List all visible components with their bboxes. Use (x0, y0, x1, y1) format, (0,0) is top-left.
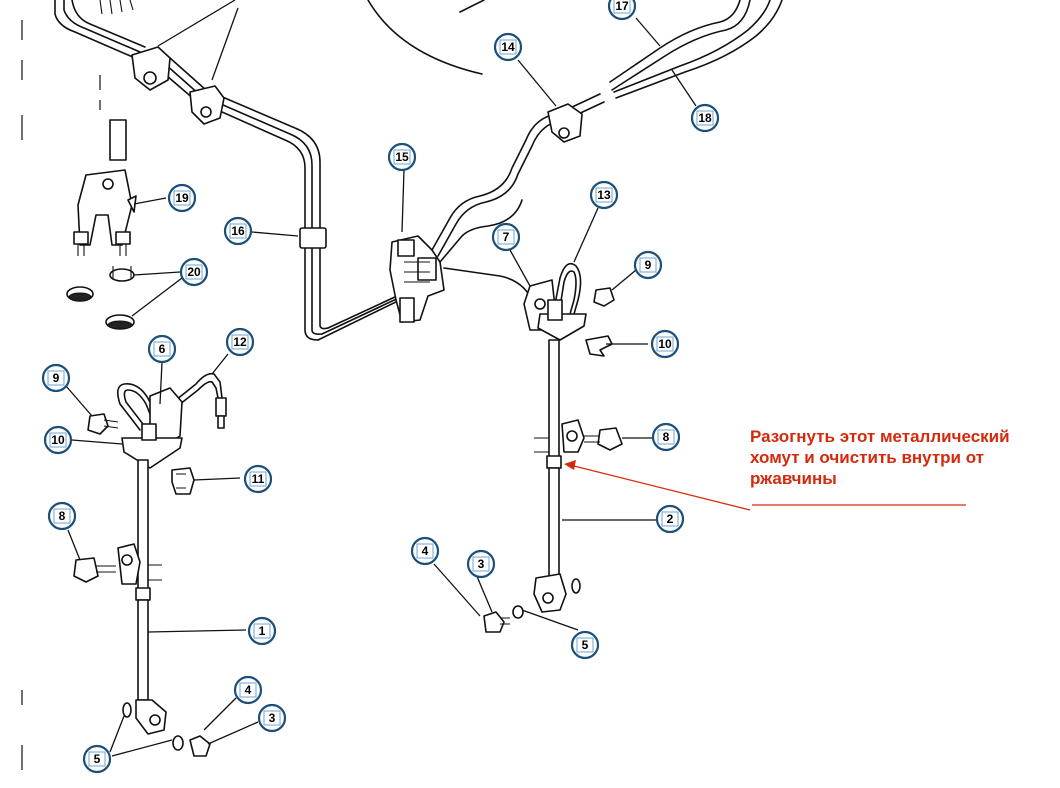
annotation-line-2: хомут и очистить внутри от (750, 448, 984, 467)
callout-4: 4 (233, 675, 263, 705)
callout-10: 10 (650, 329, 680, 359)
callout-10: 10 (43, 425, 73, 455)
callout-7: 7 (491, 222, 521, 252)
callout-label: 8 (663, 430, 670, 444)
callout-15: 15 (387, 142, 417, 172)
edge-marks (21, 20, 101, 770)
callout-leaders (65, 0, 697, 757)
callout-9: 9 (41, 363, 71, 393)
callout-19: 19 (167, 183, 197, 213)
callout-6: 6 (147, 334, 177, 364)
annotation-line-1: Разогнуть этот металлический (750, 427, 1010, 446)
left-hose-assembly (73, 372, 227, 757)
callout-label: 20 (187, 265, 201, 279)
callout-4: 4 (410, 536, 440, 566)
callout-1: 1 (247, 616, 277, 646)
callout-8: 8 (47, 501, 77, 531)
callout-label: 9 (53, 371, 60, 385)
annotation-pointer (564, 460, 966, 511)
callout-label: 18 (698, 111, 712, 125)
annotation-text: Разогнуть этот металлический хомут и очи… (750, 426, 1060, 489)
tubes-17-18 (609, 0, 783, 99)
callout-label: 16 (231, 224, 245, 238)
junction-block-15 (389, 235, 445, 323)
callout-2: 2 (655, 504, 685, 534)
bracket-19 (73, 119, 137, 256)
callout-9: 9 (633, 250, 663, 280)
top-hose-fragment (459, 0, 485, 13)
callout-label: 19 (175, 191, 189, 205)
body-mounts-20 (66, 266, 135, 330)
callout-label: 15 (395, 150, 409, 164)
callout-label: 13 (597, 188, 611, 202)
callout-5: 5 (82, 744, 112, 774)
callout-3: 3 (257, 703, 287, 733)
callout-label: 5 (94, 752, 101, 766)
callout-label: 10 (658, 337, 672, 351)
tube-clips-top-left (131, 46, 225, 125)
callout-label: 6 (159, 342, 166, 356)
callout-5: 5 (570, 630, 600, 660)
callout-14: 14 (493, 32, 523, 62)
callout-12: 12 (225, 327, 255, 357)
wheel-arc (367, 0, 483, 75)
callout-20: 20 (179, 257, 209, 287)
tube-clip-14 (547, 103, 583, 143)
callout-11: 11 (243, 464, 273, 494)
callout-label: 4 (245, 683, 252, 697)
callout-label: 10 (51, 433, 65, 447)
callout-8: 8 (651, 422, 681, 452)
callout-label: 7 (503, 230, 510, 244)
callout-3: 3 (466, 549, 496, 579)
callout-label: 8 (59, 509, 66, 523)
callout-13: 13 (589, 180, 619, 210)
callout-label: 9 (645, 258, 652, 272)
right-hose-assembly (483, 262, 623, 633)
annotation-line-3: ржавчины (750, 469, 837, 488)
callout-label: 3 (478, 557, 485, 571)
callout-label: 17 (615, 0, 629, 13)
callout-label: 2 (667, 512, 674, 526)
callout-label: 3 (269, 711, 276, 725)
callout-17: 17 (607, 0, 637, 21)
callout-label: 5 (582, 638, 589, 652)
callout-label: 4 (422, 544, 429, 558)
left-top-tubes (54, 0, 411, 341)
tube-clip-16 (299, 227, 327, 249)
callout-16: 16 (223, 216, 253, 246)
callout-label: 1 (259, 624, 266, 638)
callout-label: 14 (501, 40, 515, 54)
callout-label: 11 (252, 472, 265, 486)
callout-label: 12 (233, 335, 247, 349)
callout-18: 18 (690, 103, 720, 133)
